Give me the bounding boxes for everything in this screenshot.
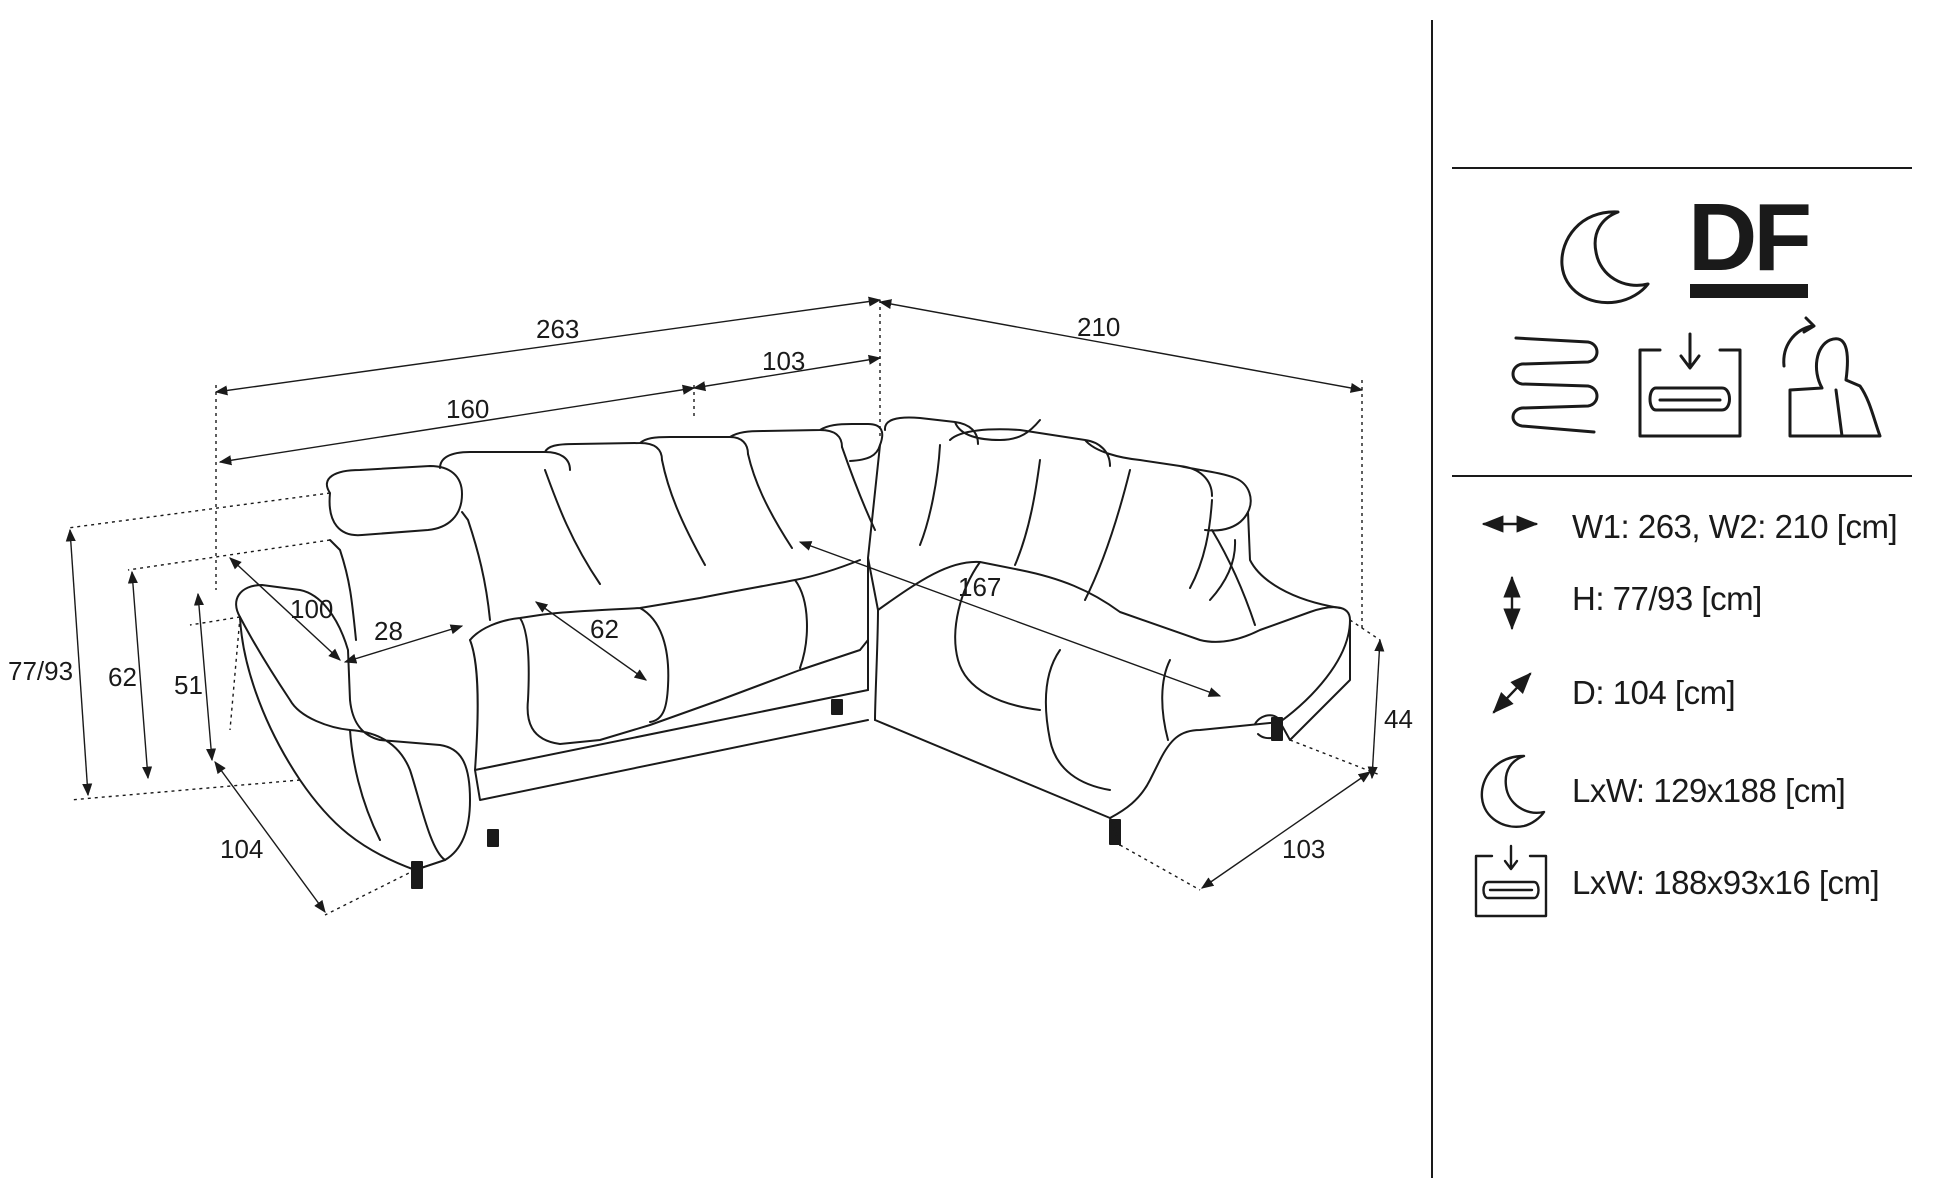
dim-line-armrest-width <box>343 624 464 664</box>
spec-depth-text: D: 104 [cm] <box>1572 674 1736 711</box>
left-seat-cushion <box>469 639 479 771</box>
spec-sleep-area-text: LxW: 129x188 [cm] <box>1572 772 1846 809</box>
storage-box-icon <box>1474 844 1548 918</box>
main-seat <box>469 559 869 745</box>
label-width-total: 263 <box>536 314 579 344</box>
adjustable-headrest-icon <box>1782 316 1882 438</box>
dimension-lines <box>65 296 1385 916</box>
dimension-labels: 263 210 160 103 100 28 62 167 77/93 62 5… <box>8 312 1413 864</box>
sleep-function-icon <box>1560 210 1650 305</box>
chaise-arm <box>1211 511 1341 626</box>
label-height-right: 44 <box>1384 704 1413 734</box>
spec-storage-text: LxW: 188x93x16 [cm] <box>1572 864 1880 901</box>
left-armrest <box>235 584 471 861</box>
spec-row-depth: D: 104 [cm] <box>1440 664 1920 724</box>
spec-icons <box>1474 515 1548 918</box>
label-height-total: 77/93 <box>8 656 73 686</box>
dim-line-back-seat <box>218 384 696 466</box>
label-sleep-length: 167 <box>958 572 1001 602</box>
brand-logo: DF <box>1688 184 1812 291</box>
chaise-seat <box>877 560 1351 819</box>
feature-icons <box>1511 210 1882 438</box>
spec-row-sleep-area: LxW: 129x188 [cm] <box>1440 762 1920 822</box>
leg-left-back <box>487 829 499 847</box>
storage-container-icon <box>1638 332 1742 438</box>
left-headrest <box>325 465 463 537</box>
corner-section <box>867 444 881 721</box>
label-seat-depth: 62 <box>590 614 619 644</box>
right-headrests <box>883 416 1252 532</box>
label-armrest-width: 28 <box>374 616 403 646</box>
label-depth-right: 103 <box>1282 834 1325 864</box>
dim-line-depth-right <box>1200 771 1372 889</box>
dim-line-corner <box>692 354 882 392</box>
label-armrest-depth: 100 <box>290 594 333 624</box>
spec-row-storage: LxW: 188x93x16 [cm] <box>1440 854 1920 914</box>
dim-line-height-right <box>1367 638 1385 780</box>
spec-panel-frame <box>1431 20 1912 1178</box>
chaise-front <box>874 619 1351 846</box>
brand-underline <box>1690 284 1808 298</box>
dim-line-armrest-depth <box>229 557 341 661</box>
label-depth-left: 104 <box>220 834 263 864</box>
right-back-cushions <box>919 444 1237 601</box>
dim-line-seat-depth <box>534 601 648 681</box>
dim-line-width-total <box>214 296 882 396</box>
dim-line-sleep-length <box>798 541 1222 697</box>
seat-front <box>474 689 869 801</box>
spec-height-text: H: 77/93 [cm] <box>1572 580 1762 617</box>
spec-width-text: W1: 263, W2: 210 [cm] <box>1572 508 1898 545</box>
dim-line-height-seat <box>193 592 217 762</box>
label-back-seat: 160 <box>446 394 489 424</box>
spec-row-height: H: 77/93 [cm] <box>1440 570 1920 630</box>
label-height-seat: 51 <box>174 670 203 700</box>
dim-line-width-right <box>878 299 1364 393</box>
dim-line-height-total <box>65 528 93 797</box>
moon-icon <box>1480 754 1546 828</box>
back-cushions <box>329 446 876 641</box>
spring-icon <box>1511 336 1599 434</box>
sofa-outline <box>235 416 1351 889</box>
back-headrests <box>439 423 884 471</box>
dim-line-depth-left <box>214 760 326 914</box>
label-height-back: 62 <box>108 662 137 692</box>
dim-line-height-back <box>127 570 153 780</box>
label-corner: 103 <box>762 346 805 376</box>
label-width-right: 210 <box>1077 312 1120 342</box>
leg-left-front <box>411 861 423 889</box>
depth-arrow-icon <box>1492 672 1532 714</box>
pull-handle <box>1254 714 1284 740</box>
spec-row-width: W1: 263, W2: 210 [cm] <box>1440 498 1920 558</box>
leg-corner <box>831 699 843 715</box>
